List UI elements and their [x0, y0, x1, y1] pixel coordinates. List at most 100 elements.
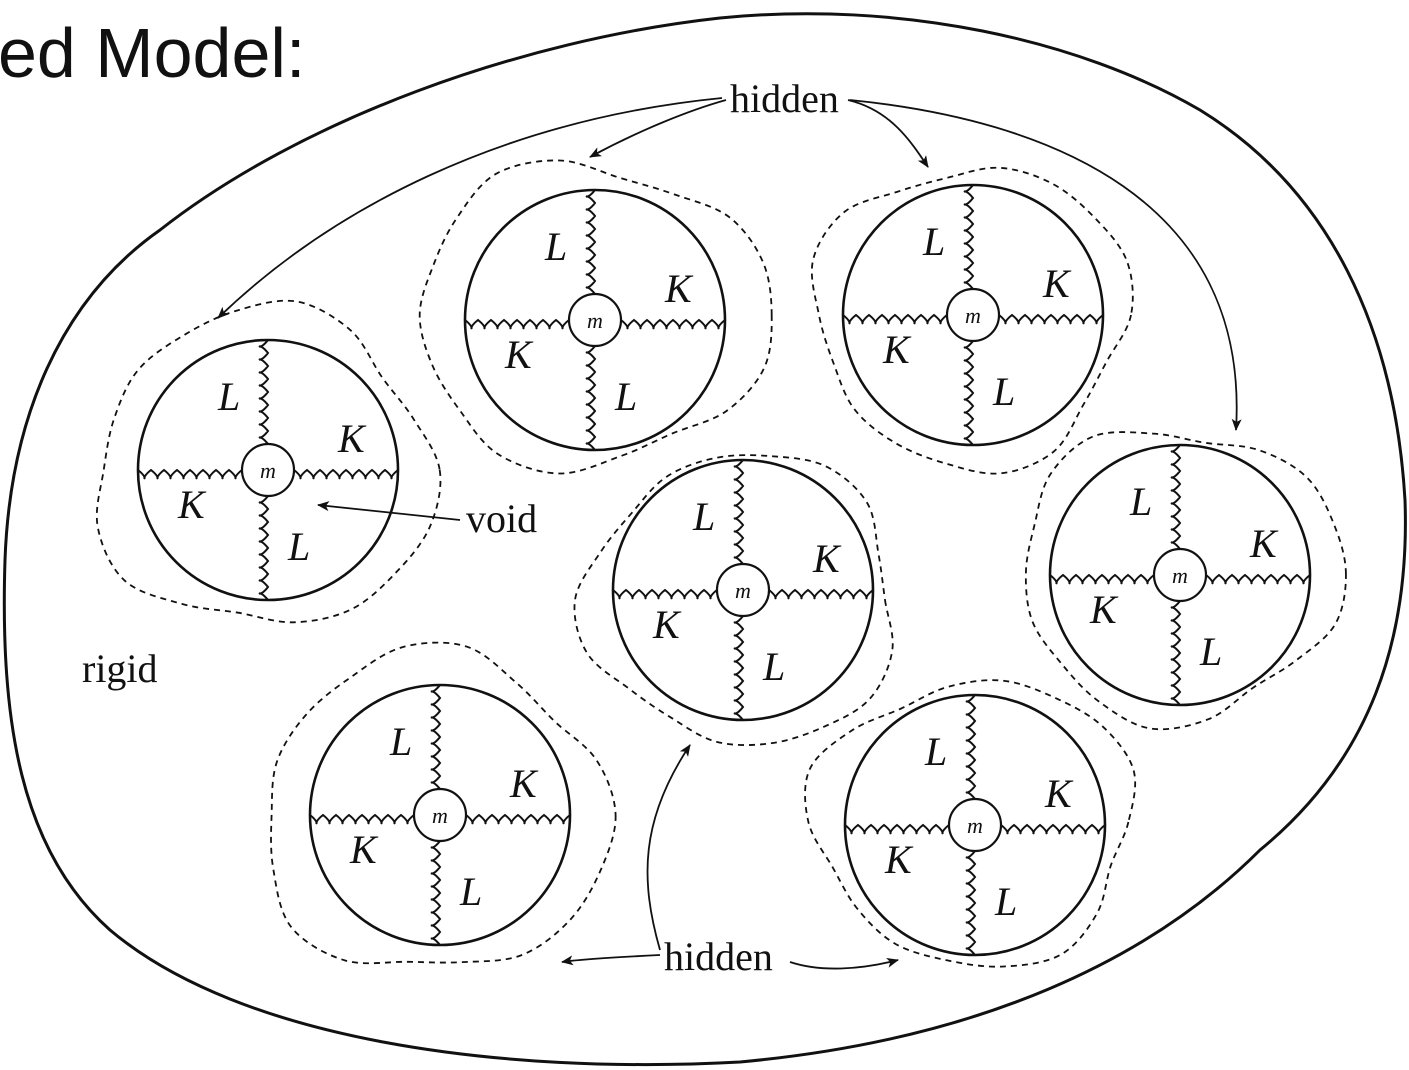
arrow-hidden-to-cell-4 [646, 744, 691, 951]
arrow-hidden-to-cell-7 [789, 957, 899, 970]
label-L-lower: L [459, 869, 482, 914]
label-K-left: K [504, 332, 534, 377]
hidden-label-bottom: hidden [664, 934, 773, 979]
mass-vertex [1152, 547, 1208, 603]
label-K-left: K [1089, 587, 1119, 632]
gluon-line [733, 459, 745, 565]
hidden-halo [810, 166, 1134, 475]
gluon-line [585, 189, 597, 295]
gluon-line [844, 823, 950, 835]
gluon-line [258, 339, 270, 445]
gluon-line [585, 345, 597, 451]
hidden-label-top: hidden [730, 76, 839, 121]
gluon-line [965, 850, 977, 956]
label-K-left: K [882, 327, 912, 372]
mass-vertex [240, 442, 296, 498]
gluon-line [963, 340, 975, 446]
mass-vertex [945, 287, 1001, 343]
gluon-line [1170, 444, 1182, 550]
label-L-upper: L [389, 719, 412, 764]
page-title: ed Model: [0, 14, 306, 92]
label-L-upper: L [922, 219, 945, 264]
gluon-line [842, 313, 948, 325]
mass-vertex [715, 562, 771, 618]
label-K-right: K [1249, 521, 1279, 566]
gluon-line [1205, 573, 1311, 585]
mass-vertex [567, 292, 623, 348]
mass-vertex [412, 787, 468, 843]
label-L-upper: L [217, 374, 240, 419]
gluon-line [309, 813, 415, 825]
arrow-hidden-to-cell-5 [561, 954, 661, 966]
arrow-void [317, 501, 461, 521]
gluon-line [1000, 823, 1106, 835]
mass-label: m [260, 458, 276, 483]
gluon-line [965, 694, 977, 800]
label-L-upper: L [1129, 479, 1152, 524]
mass-label: m [967, 813, 983, 838]
gluon-line [768, 588, 874, 600]
label-L-lower: L [994, 879, 1017, 924]
hidden-halo [95, 299, 442, 624]
gluon-line [1170, 600, 1182, 706]
arrow-hidden-to-cell-2 [589, 99, 727, 158]
hidden-top-arrows [217, 97, 1242, 431]
mass-label: m [1172, 563, 1188, 588]
hidden-halo [804, 679, 1137, 968]
label-L-upper: L [924, 729, 947, 774]
arrow-hidden-to-cell-3 [847, 99, 929, 168]
mass-label: m [735, 578, 751, 603]
arrow-hidden-to-cell-1 [217, 97, 723, 319]
label-L-lower: L [992, 369, 1015, 414]
label-K-right: K [1042, 261, 1072, 306]
gluon-line [293, 468, 399, 480]
rigid-label: rigid [82, 646, 158, 691]
label-K-right: K [509, 761, 539, 806]
label-L-lower: L [287, 524, 310, 569]
gluon-line [430, 840, 442, 946]
gluon-line [137, 468, 243, 480]
void-label: void [466, 496, 537, 541]
mass-label: m [432, 803, 448, 828]
gluon-line [963, 184, 975, 290]
hidden-halo [1024, 431, 1347, 731]
label-L-lower: L [762, 644, 785, 689]
gluon-line [464, 318, 570, 330]
gluon-line [612, 588, 718, 600]
label-K-left: K [349, 827, 379, 872]
mass-vertex [947, 797, 1003, 853]
hidden-halo [418, 159, 773, 475]
gluon-line [258, 495, 270, 601]
label-K-left: K [652, 602, 682, 647]
gluon-line [465, 813, 571, 825]
hidden-halo [270, 641, 617, 965]
rigid-region-outline [2, 12, 1407, 1067]
gluon-line [620, 318, 726, 330]
label-L-upper: L [544, 224, 567, 269]
hidden-bottom-arrows [561, 744, 899, 970]
gluon-line [733, 615, 745, 721]
gluon-line [430, 684, 442, 790]
arrow-hidden-to-cell-6 [849, 99, 1242, 431]
label-K-right: K [1044, 771, 1074, 816]
label-K-right: K [664, 266, 694, 311]
mass-label: m [587, 308, 603, 333]
label-L-lower: L [614, 374, 637, 419]
gluon-line [998, 313, 1104, 325]
gluon-line [1049, 573, 1155, 585]
label-L-upper: L [692, 494, 715, 539]
label-K-left: K [177, 482, 207, 527]
label-K-right: K [812, 536, 842, 581]
label-K-right: K [337, 416, 367, 461]
label-K-left: K [884, 837, 914, 882]
mass-label: m [965, 303, 981, 328]
